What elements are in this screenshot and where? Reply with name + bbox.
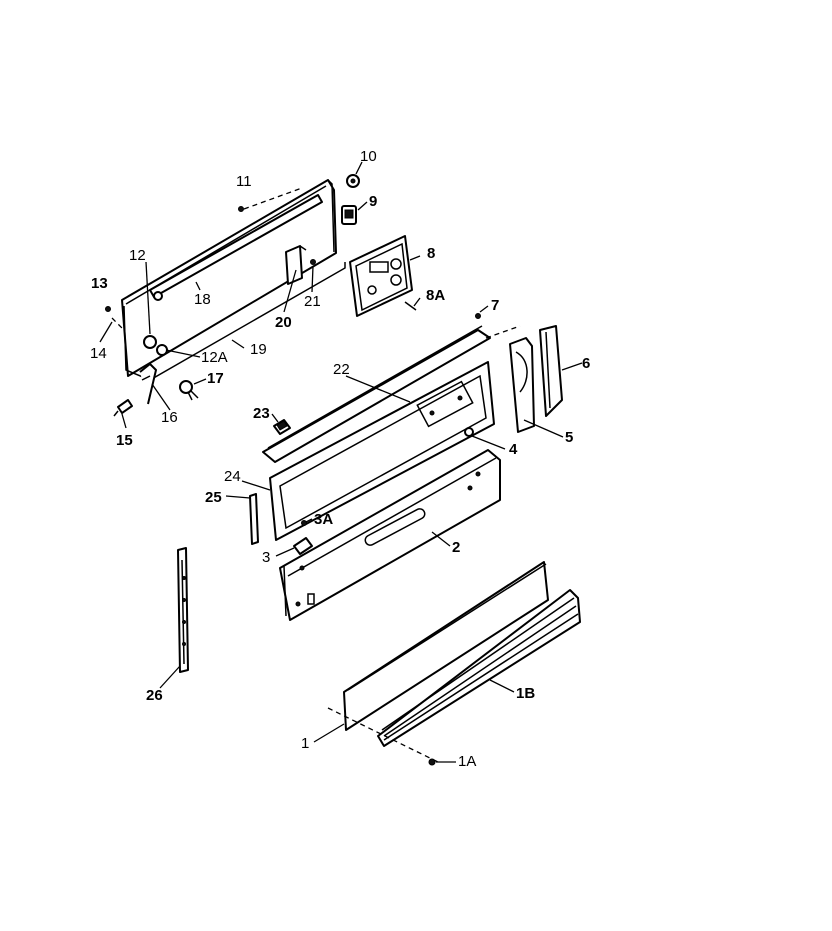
part-19-backguard-panel <box>121 179 346 381</box>
part-15-connector <box>113 399 133 417</box>
callout-23: 23 <box>253 405 270 422</box>
callout-9: 9 <box>369 193 377 210</box>
callout-17: 17 <box>207 370 224 387</box>
part-8-clock <box>349 235 413 317</box>
callout-16: 16 <box>161 409 178 426</box>
callout-22: 22 <box>333 361 350 378</box>
callout-8: 8 <box>427 245 435 262</box>
part-7-screw <box>475 313 481 319</box>
part-14-guide <box>111 317 125 331</box>
part-1-kick-plate <box>343 561 549 731</box>
callout-1B: 1B <box>516 685 535 702</box>
callout-4: 4 <box>509 441 518 458</box>
callout-6: 6 <box>582 355 590 372</box>
callout-20: 20 <box>275 314 292 331</box>
callout-25: 25 <box>205 489 222 506</box>
part-5-end-cap <box>509 337 535 433</box>
part-20-bracket <box>285 245 307 285</box>
callout-24: 24 <box>224 468 241 485</box>
part-10-knob <box>346 174 360 188</box>
callout-13: 13 <box>91 275 108 292</box>
part-1-guide <box>327 707 439 763</box>
callout-15: 15 <box>116 432 133 449</box>
part-1A-screw <box>428 758 436 766</box>
callout-3A: 3A <box>314 511 333 528</box>
callout-7: 7 <box>491 297 499 314</box>
part-17-socket <box>179 380 199 401</box>
callout-11: 11 <box>236 173 252 190</box>
part-1B-grille <box>377 589 581 747</box>
callout-1A: 1A <box>458 753 476 770</box>
part-3A-screw <box>301 520 307 526</box>
part-25-strip <box>249 493 259 545</box>
callout-2: 2 <box>452 539 460 556</box>
callout-14: 14 <box>90 345 107 362</box>
part-2-control-panel <box>279 449 501 621</box>
callout-12: 12 <box>129 247 146 264</box>
callout-10: 10 <box>360 148 377 165</box>
callout-8A: 8A <box>426 287 445 304</box>
part-24-glass-frame <box>269 361 495 541</box>
callout-3: 3 <box>262 549 270 566</box>
part-26-side-bracket <box>177 547 189 673</box>
callout-1: 1 <box>301 735 309 752</box>
callout-26: 26 <box>146 687 163 704</box>
part-3-clip <box>293 537 313 555</box>
part-21-screw <box>310 259 316 265</box>
part-16-clip <box>139 363 157 405</box>
part-8A-screw <box>404 301 417 311</box>
part-7-guide <box>485 325 521 339</box>
part-11-screw <box>238 187 303 212</box>
callout-5: 5 <box>565 429 573 446</box>
callout-19: 19 <box>250 341 267 358</box>
callout-21: 21 <box>304 293 321 310</box>
callout-18: 18 <box>194 291 211 308</box>
part-13-screw <box>105 306 111 312</box>
part-23-clip <box>273 419 291 435</box>
callout-labels: 10 9 11 8 8A 12 13 18 21 20 7 14 12A 19 … <box>90 148 590 770</box>
leader-lines <box>99 161 583 763</box>
part-6-end-trim <box>539 325 563 417</box>
part-22-top-trim <box>262 325 491 463</box>
part-9-switch <box>341 205 357 225</box>
callout-12A: 12A <box>201 349 228 366</box>
part-4-nut <box>464 427 474 437</box>
